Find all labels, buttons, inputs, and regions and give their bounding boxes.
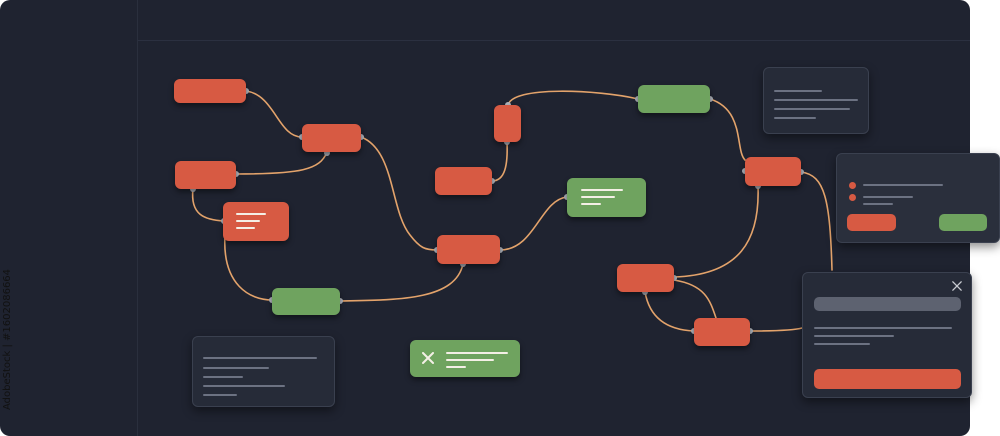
node-red-card[interactable] xyxy=(223,202,289,241)
close-x-icon[interactable] xyxy=(952,281,962,291)
dialog-input-field[interactable] xyxy=(814,297,961,311)
node-green-1[interactable] xyxy=(272,288,340,315)
status-dot xyxy=(849,182,856,189)
node-red-vertical[interactable] xyxy=(494,105,521,142)
dialog-submit-button[interactable] xyxy=(814,369,961,389)
top-toolbar xyxy=(137,0,970,41)
node-red-7[interactable] xyxy=(617,264,674,292)
info-panel-bottom-left xyxy=(192,336,335,407)
node-red-4[interactable] xyxy=(435,167,492,195)
properties-panel xyxy=(836,153,1000,243)
cancel-button[interactable] xyxy=(847,214,896,231)
node-red-8[interactable] xyxy=(694,318,750,346)
dialog-panel xyxy=(802,272,972,398)
close-x-icon xyxy=(422,352,434,364)
info-panel-top-right xyxy=(763,67,869,134)
node-red-2[interactable] xyxy=(302,124,361,152)
left-sidebar xyxy=(0,0,138,436)
status-dot xyxy=(849,194,856,201)
node-red-3[interactable] xyxy=(175,161,236,189)
node-green-2[interactable] xyxy=(638,85,710,113)
node-red-6[interactable] xyxy=(745,157,801,186)
node-green-card[interactable] xyxy=(567,178,646,217)
node-green-check[interactable] xyxy=(410,340,520,377)
confirm-button[interactable] xyxy=(939,214,987,231)
node-red-1[interactable] xyxy=(174,79,246,103)
stock-id-watermark: AdobeStock | #1602086664 xyxy=(2,268,13,410)
node-red-hub[interactable] xyxy=(437,235,500,264)
